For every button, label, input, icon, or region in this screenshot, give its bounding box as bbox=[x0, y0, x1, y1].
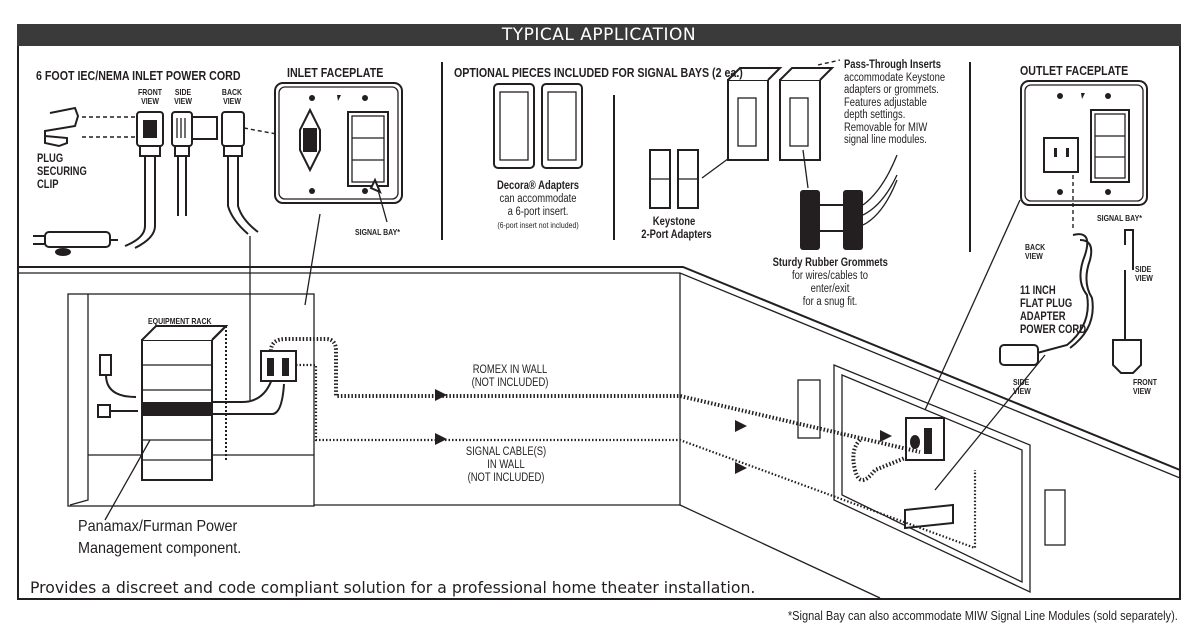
footnote: *Signal Bay can also accommodate MIW Sig… bbox=[787, 608, 1178, 623]
rubber-grommets-label: Sturdy Rubber Grommets for wires/cables … bbox=[772, 257, 888, 308]
optional-pieces-title: OPTIONAL PIECES INCLUDED FOR SIGNAL BAYS… bbox=[454, 65, 743, 80]
plug-securing-clip-icon bbox=[44, 106, 135, 148]
signal-cable-path bbox=[296, 363, 977, 550]
power-cord-line bbox=[105, 374, 137, 398]
flat-plug-cord-icon bbox=[999, 229, 1142, 374]
header-bar: TYPICAL APPLICATION bbox=[17, 24, 1181, 46]
equipment-rack-icon bbox=[141, 325, 229, 481]
inlet-cord-title: 6 FOOT IEC/NEMA INLET POWER CORD bbox=[36, 68, 241, 83]
nema-plug-icon bbox=[33, 231, 118, 256]
callout-line-panamax bbox=[104, 439, 151, 521]
iec-connector-side-icon bbox=[171, 111, 218, 216]
inlet-faceplate-title: INLET FACEPLATE bbox=[287, 65, 384, 80]
equipment-rack-label: EQUIPMENT RACK bbox=[148, 316, 212, 326]
decora-adapter-icon bbox=[493, 83, 583, 169]
rubber-grommet-icon bbox=[800, 149, 898, 250]
callout-line-cord bbox=[934, 354, 1046, 491]
pass-through-inserts-label: Pass-Through Inserts accommodate Keyston… bbox=[844, 59, 946, 146]
inlet-faceplate-icon bbox=[274, 82, 403, 306]
outlet-signal-bay-label: SIGNAL BAY* bbox=[1097, 213, 1142, 223]
caption: Provides a discreet and code compliant s… bbox=[30, 578, 756, 597]
rack-signal-out-line bbox=[212, 383, 285, 415]
romex-label: ROMEX IN WALL(NOT INCLUDED) bbox=[471, 364, 549, 389]
decora-adapters-label: Decora® Adapters can accommodate a 6-por… bbox=[496, 180, 580, 230]
inlet-signal-bay-label: SIGNAL BAY* bbox=[355, 227, 400, 237]
iec-connector-back-icon bbox=[221, 111, 299, 400]
outlet-faceplate-icon bbox=[1020, 80, 1148, 230]
iec-connector-front-icon bbox=[124, 111, 164, 249]
callout-line-outlet bbox=[924, 199, 1021, 411]
header-title: TYPICAL APPLICATION bbox=[501, 25, 697, 45]
inlet-faceplate-mounted-icon bbox=[260, 350, 297, 382]
tv-romex-loop bbox=[851, 438, 906, 482]
outlet-faceplate-title: OUTLET FACEPLATE bbox=[1020, 63, 1129, 78]
signal-cable-label: SIGNAL CABLE(S)IN WALL(NOT INCLUDED) bbox=[465, 446, 547, 484]
pass-through-insert-icon bbox=[727, 59, 841, 161]
room-walls bbox=[19, 266, 1181, 599]
tv-mounted-frame-icon bbox=[833, 364, 1031, 594]
romex-path bbox=[269, 337, 921, 454]
keystone-adapter-icon bbox=[649, 149, 741, 209]
